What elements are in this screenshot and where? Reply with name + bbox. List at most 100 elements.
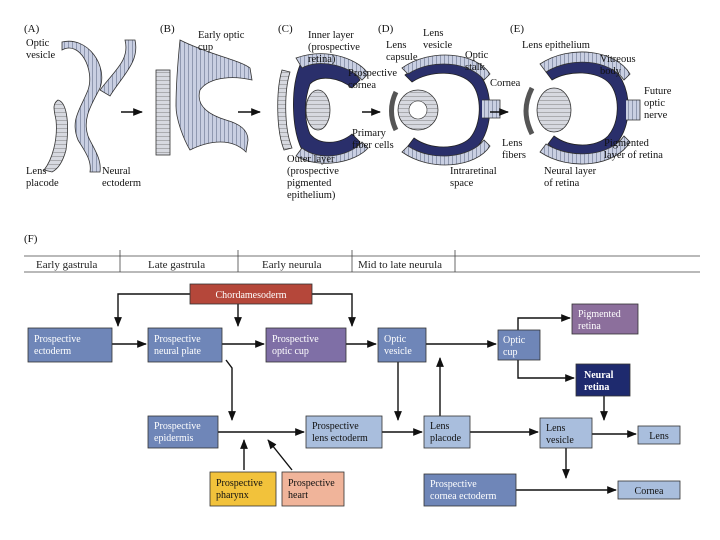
pigment-d-top — [401, 54, 491, 81]
stage-mid-late-neurula: Mid to late neurula — [358, 259, 442, 271]
label-e-fibers: fibers — [502, 150, 526, 161]
svg-text:Prospective: Prospective — [216, 478, 263, 489]
box-prospective-cornea-ectoderm: Prospective cornea ectoderm — [423, 473, 517, 507]
svg-text:Prospective: Prospective — [272, 334, 319, 345]
label-e-of-retina: of retina — [544, 178, 580, 189]
box-optic-vesicle: Optic vesicle — [377, 327, 427, 363]
label-d-cornea: cornea — [348, 80, 376, 91]
box-prospective-optic-cup: Prospective optic cup — [265, 327, 347, 363]
svg-text:placode: placode — [430, 433, 462, 444]
box-cornea: Cornea — [617, 480, 681, 500]
label-e-lens: Lens — [502, 138, 522, 149]
label-cup: cup — [198, 42, 213, 53]
label-outer-layer: Outer layer — [287, 154, 335, 165]
lens-e-shape — [536, 87, 572, 133]
arrow-cup-neural-retina — [517, 360, 575, 382]
arrow-neural-plate-down — [225, 359, 236, 421]
svg-text:Prospective: Prospective — [34, 334, 81, 345]
panel-b: (B) Early optic cup — [155, 23, 253, 156]
cornea-e-shape — [523, 86, 535, 136]
box-optic-cup: Optic cup — [497, 329, 541, 361]
box-lens-vesicle: Lens vesicle — [539, 417, 593, 449]
panel-c: (C) Inner layer (prospective retina) Out… — [277, 23, 369, 201]
label-d-capsule: capsule — [386, 52, 418, 63]
panel-a: (A) Optic vesicle Lens placode Neural ec… — [24, 23, 141, 189]
optic-stalk-d-shape — [482, 99, 501, 119]
label-d-vesicle: vesicle — [423, 40, 452, 51]
panel-f: (F) Early gastrula Late gastrula Early n… — [24, 233, 700, 507]
panel-d-letter: (D) — [378, 23, 394, 35]
svg-text:cup: cup — [503, 347, 517, 358]
label-e-vitreous: Vitreous — [600, 54, 636, 65]
label-e-layer-of-retina: layer of retina — [604, 150, 663, 161]
chordamesoderm-label: Chordamesoderm — [215, 290, 286, 301]
svg-text:lens ectoderm: lens ectoderm — [312, 433, 368, 444]
lens-c-shape — [305, 89, 331, 131]
svg-text:Prospective: Prospective — [154, 421, 201, 432]
svg-text:Optic: Optic — [384, 334, 407, 345]
panel-b-letter: (B) — [160, 23, 175, 35]
svg-text:Cornea: Cornea — [635, 486, 664, 497]
svg-text:Lens: Lens — [649, 431, 669, 442]
box-prospective-ectoderm: Prospective ectoderm — [27, 327, 113, 363]
svg-text:cornea ectoderm: cornea ectoderm — [430, 491, 497, 502]
label-epithelium: epithelium) — [287, 190, 336, 201]
svg-text:Prospective: Prospective — [312, 421, 359, 432]
panel-f-letter: (F) — [24, 233, 38, 245]
label-e-future: Future — [644, 86, 672, 97]
svg-text:vesicle: vesicle — [384, 346, 412, 357]
box-lens-placode: Lens placode — [423, 415, 471, 449]
label-retina: retina) — [308, 54, 336, 65]
pigment-d-bottom — [401, 139, 491, 166]
label-inner-layer: Inner layer — [308, 30, 354, 41]
label-e-pigmented: Pigmented — [604, 138, 650, 149]
label-neural: Neural — [102, 166, 131, 177]
lens-lumen-d-shape — [408, 100, 428, 120]
neural-ectoderm-shape — [61, 40, 103, 173]
box-pigmented-retina: Pigmented retina — [571, 303, 639, 335]
svg-text:retina: retina — [584, 382, 609, 393]
panel-d: (D) Lens capsule Lens vesicle Optic stal… — [348, 23, 501, 189]
label-e-lens-epithelium: Lens epithelium — [522, 40, 590, 51]
box-neural-retina: Neural retina — [575, 363, 631, 397]
svg-text:heart: heart — [288, 490, 308, 501]
svg-text:ectoderm: ectoderm — [34, 346, 71, 357]
svg-text:pharynx: pharynx — [216, 490, 249, 501]
panel-e: (E) Lens epithelium Vitreous body Cornea… — [490, 23, 672, 189]
stage-late-gastrula: Late gastrula — [148, 259, 205, 271]
svg-text:neural plate: neural plate — [154, 346, 201, 357]
svg-text:retina: retina — [578, 321, 601, 332]
box-prospective-heart: Prospective heart — [281, 471, 345, 507]
ectoderm-upper-shape — [99, 39, 137, 97]
label-early-optic: Early optic — [198, 30, 245, 41]
arrow-heart-up — [267, 439, 293, 471]
arrow-cup-pigmented — [517, 314, 571, 330]
label-d-space: space — [450, 178, 474, 189]
panel-e-letter: (E) — [510, 23, 524, 35]
label-vesicle: vesicle — [26, 50, 55, 61]
label-prospective-1: (prospective — [308, 42, 360, 53]
svg-text:Pigmented: Pigmented — [578, 309, 621, 320]
arrow-chorda-to-ectoderm-region — [114, 293, 190, 327]
box-chordamesoderm: Chordamesoderm — [189, 283, 313, 305]
panel-c-letter: (C) — [278, 23, 293, 35]
neural-retina-e-shape — [545, 60, 629, 157]
pigment-e-bottom — [539, 135, 631, 165]
ectoderm-c-shape — [277, 69, 293, 151]
stage-early-neurula: Early neurula — [262, 259, 322, 271]
label-placode: placode — [26, 178, 59, 189]
svg-text:Prospective: Prospective — [288, 478, 335, 489]
box-prospective-lens-ectoderm: Prospective lens ectoderm — [305, 415, 383, 449]
stage-early-gastrula: Early gastrula — [36, 259, 98, 271]
svg-text:Lens: Lens — [546, 423, 566, 434]
pigment-e-top — [539, 51, 631, 81]
label-e-body: body — [600, 66, 622, 77]
label-ectoderm: ectoderm — [102, 178, 141, 189]
label-pigmented: pigmented — [287, 178, 332, 189]
panel-a-letter: (A) — [24, 23, 40, 35]
label-d-optic: Optic — [465, 50, 489, 61]
lens-placode-shape — [43, 99, 68, 173]
svg-text:optic cup: optic cup — [272, 346, 309, 357]
svg-text:Prospective: Prospective — [154, 334, 201, 345]
